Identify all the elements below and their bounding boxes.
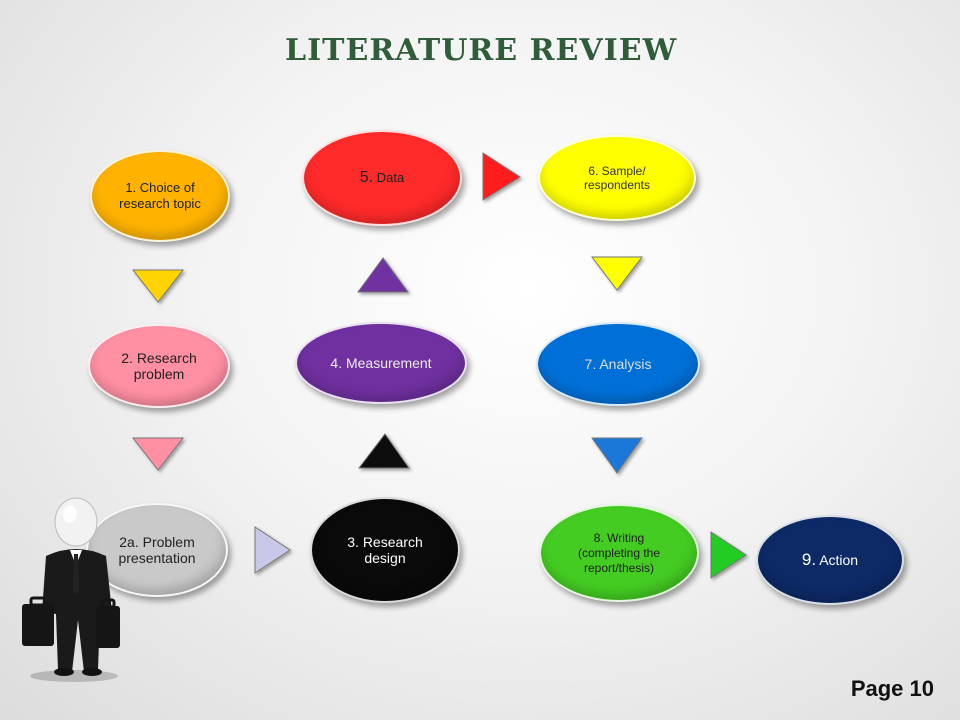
node-label: 4. Measurement xyxy=(330,355,432,371)
node-problem-presentation: 2a. Problem presentation xyxy=(86,503,228,597)
node-label: 7. Analysis xyxy=(584,356,652,372)
node-writing: 8. Writing (completing the report/thesis… xyxy=(539,504,699,602)
page-title: Literature Review xyxy=(285,33,678,68)
node-label: 2. Research problem xyxy=(121,350,197,382)
arrow-right-5-to-6 xyxy=(482,152,521,201)
arrow-down-2-to-2a xyxy=(131,437,185,471)
node-action: 9. Action xyxy=(756,515,904,605)
arrow-down-1-to-2 xyxy=(131,269,185,303)
node-label: 2a. Problem presentation xyxy=(118,534,196,566)
node-data: 5. Data xyxy=(302,130,462,226)
node-research-problem: 2. Research problem xyxy=(88,324,230,408)
arrow-down-6-to-7 xyxy=(590,256,644,291)
node-label: 8. Writing (completing the report/thesis… xyxy=(577,530,661,575)
node-label: 6. Sample/ respondents xyxy=(583,164,651,192)
node-label: 1. Choice of research topic xyxy=(119,180,201,211)
node-sample-respondents: 6. Sample/ respondents xyxy=(538,135,696,221)
node-number: 5. xyxy=(359,169,374,186)
node-label-wrap: 9. Action xyxy=(801,550,859,569)
page-number: Page 10 xyxy=(850,676,934,701)
businessman-illustration xyxy=(22,497,120,682)
node-label-wrap: 5. Data xyxy=(360,170,404,186)
node-measurement: 4. Measurement xyxy=(295,322,467,404)
node-choice-of-research-topic: 1. Choice of research topic xyxy=(90,150,230,242)
node-label: 3. Research design xyxy=(347,534,423,566)
node-research-design: 3. Research design xyxy=(310,497,460,603)
arrow-right-8-to-9 xyxy=(710,531,747,579)
node-label: Data xyxy=(376,170,405,185)
arrow-up-4-to-5 xyxy=(357,257,409,293)
node-label: Action xyxy=(819,552,859,568)
arrow-up-3-to-4 xyxy=(357,433,410,469)
node-number: 9. xyxy=(801,550,817,569)
arrow-right-2a-to-3 xyxy=(254,526,291,574)
arrow-down-7-to-8 xyxy=(591,437,643,474)
node-analysis: 7. Analysis xyxy=(536,322,700,406)
